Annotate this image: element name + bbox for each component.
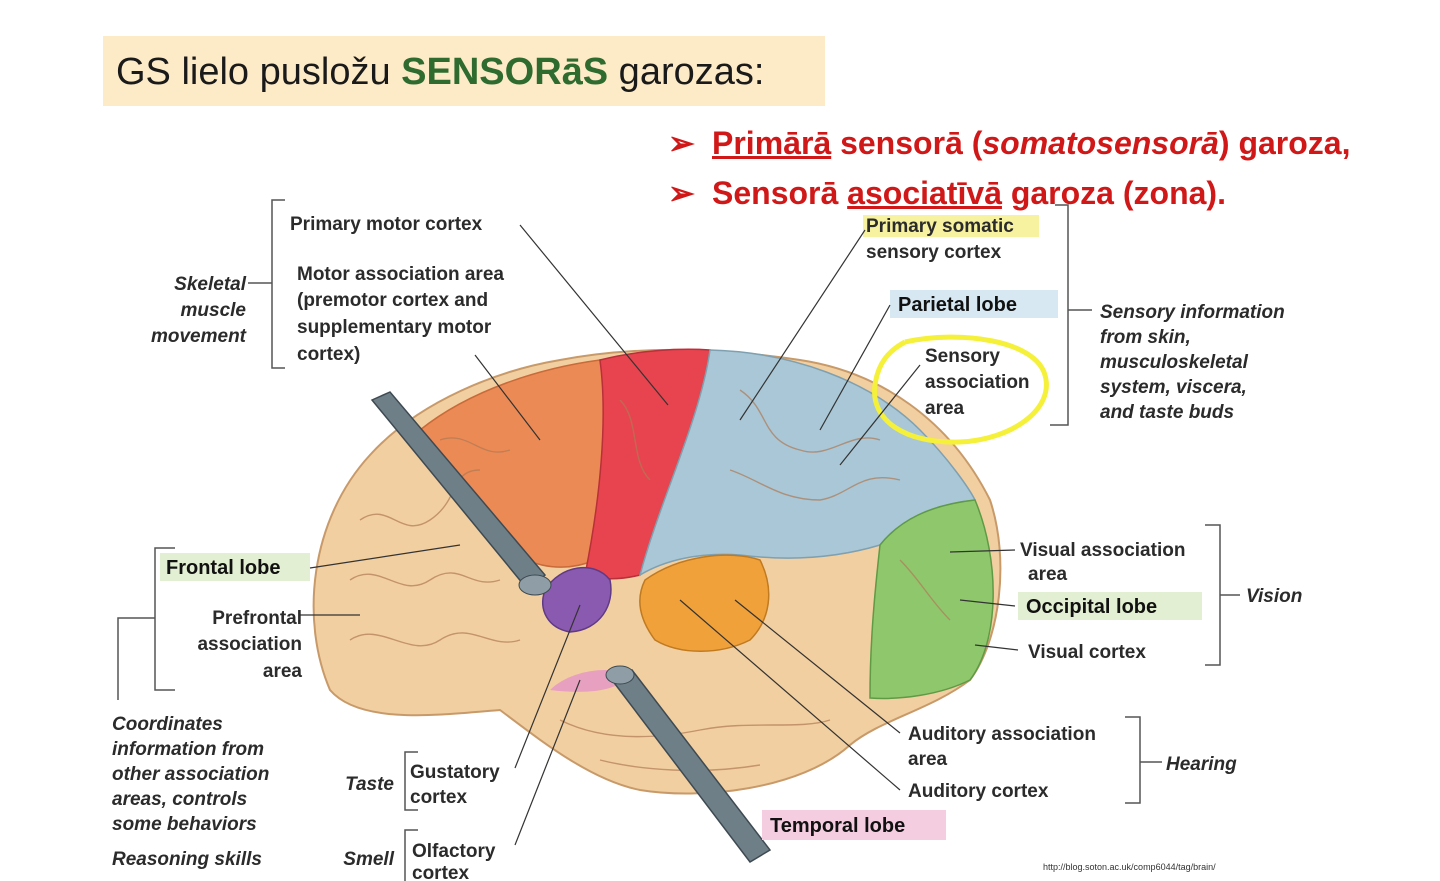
parietal-highlight: [890, 290, 1058, 318]
frontal-highlight: [160, 553, 310, 581]
source-url: http://blog.soton.ac.uk/comp6044/tag/bra…: [1043, 862, 1216, 872]
probe-upper: [370, 391, 547, 592]
svg-text:musculoskeletal: musculoskeletal: [1100, 352, 1249, 373]
svg-text:association: association: [197, 634, 302, 655]
label-occipital-lobe: Occipital lobe: [1026, 596, 1157, 618]
label-auditory-cortex: Auditory cortex: [908, 781, 1049, 802]
svg-text:and taste buds: and taste buds: [1100, 402, 1234, 423]
label-gustatory: Gustatory: [410, 762, 500, 783]
svg-text:sensory cortex: sensory cortex: [866, 242, 1002, 263]
svg-text:cortex: cortex: [410, 787, 467, 808]
svg-text:area: area: [1028, 564, 1068, 585]
label-auditory-association: Auditory association: [908, 724, 1096, 745]
svg-text:area: area: [908, 749, 948, 770]
svg-text:from skin,: from skin,: [1100, 327, 1191, 348]
bullet-list: ➢Primārā sensorā (somatosensorā) garoza,…: [668, 118, 1350, 218]
gyri-texture: [349, 389, 951, 772]
label-sensory-association: Sensory: [925, 346, 1000, 367]
leader-lines: [300, 224, 1019, 846]
svg-text:information from: information from: [112, 739, 264, 760]
svg-text:area: area: [925, 398, 965, 419]
brain-illustration: [312, 348, 1002, 863]
arrow-bullet-icon: ➢: [668, 175, 695, 211]
svg-text:some behaviors: some behaviors: [112, 814, 257, 835]
title-highlight-box: [103, 36, 825, 106]
label-visual-cortex: Visual cortex: [1028, 642, 1146, 663]
label-primary-somatic: Primary somatic: [866, 216, 1014, 237]
occipital-highlight: [1018, 592, 1202, 620]
svg-text:areas, controls: areas, controls: [112, 789, 247, 810]
svg-text:area: area: [263, 661, 303, 682]
svg-text:muscle: muscle: [181, 300, 247, 321]
temporal-highlight: [762, 810, 946, 840]
label-prefrontal: Prefrontal: [212, 608, 302, 629]
label-frontal-lobe: Frontal lobe: [166, 557, 280, 579]
label-olfactory: Olfactory: [412, 841, 496, 862]
label-smell: Smell: [343, 849, 394, 870]
svg-text:association: association: [925, 372, 1030, 393]
label-primary-motor-cortex: Primary motor cortex: [290, 214, 483, 235]
title-highlight: SENSORāS: [401, 51, 609, 93]
svg-text:supplementary motor: supplementary motor: [297, 317, 492, 338]
label-sensory-information: Sensory information: [1100, 302, 1285, 323]
svg-text:(premotor cortex and: (premotor cortex and: [297, 290, 488, 311]
gustatory-area: [542, 566, 612, 633]
label-hearing: Hearing: [1166, 754, 1237, 775]
annotation-ellipse: [872, 334, 1049, 445]
label-visual-association: Visual association: [1020, 540, 1185, 561]
label-coordinates: Coordinates: [112, 714, 223, 735]
title-suffix: garozas:: [608, 51, 765, 93]
primary-somatic-highlight: [863, 215, 1039, 237]
title-prefix: GS lielo pusložu: [116, 51, 402, 93]
arrow-bullet-icon: ➢: [668, 125, 695, 161]
label-motor-association: Motor association area: [297, 264, 504, 285]
label-vision: Vision: [1246, 586, 1302, 607]
bullet-item-2: ➢Sensorā asociatīvā garoza (zona).: [668, 168, 1350, 218]
svg-text:movement: movement: [151, 326, 247, 347]
svg-text:cortex: cortex: [412, 863, 469, 881]
svg-text:system, viscera,: system, viscera,: [1100, 377, 1247, 398]
label-skeletal-muscle: Skeletal: [174, 274, 247, 295]
slide-title: GS lielo pusložu SENSORāS garozas:: [116, 48, 764, 96]
svg-text:other association: other association: [112, 764, 269, 785]
svg-text:cortex): cortex): [297, 344, 360, 365]
label-taste: Taste: [345, 774, 394, 795]
label-reasoning: Reasoning skills: [112, 849, 262, 870]
label-temporal-lobe: Temporal lobe: [770, 815, 905, 837]
label-parietal-lobe: Parietal lobe: [898, 294, 1017, 316]
brackets: [117, 199, 1240, 881]
bullet-item-1: ➢Primārā sensorā (somatosensorā) garoza,: [668, 118, 1350, 168]
auditory-area: [639, 554, 770, 652]
